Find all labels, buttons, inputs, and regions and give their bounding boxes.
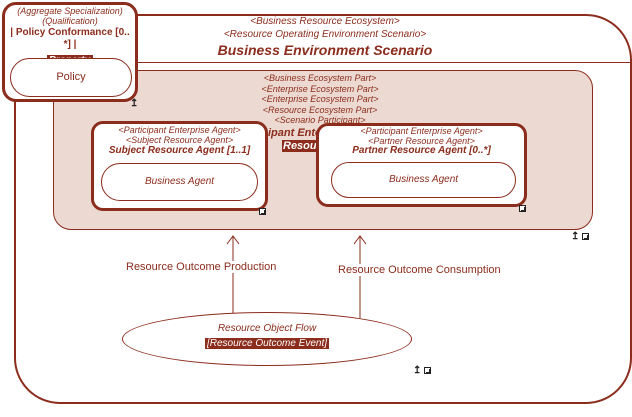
subject-agent-stereotype-1: <Participant Enterprise Agent> [118, 125, 241, 135]
part-stereotype-4: <Resource Ecosystem Part> [262, 104, 378, 115]
subject-agent-expand-icon[interactable] [259, 208, 266, 215]
scenario-stereotype-2: <Resource Operating Environment Scenario… [223, 29, 427, 40]
part-stereotype-5: <Scenario Participant> [274, 115, 366, 125]
scenario-expand-icon[interactable] [424, 367, 431, 374]
scenario-title: Business Environment Scenario [217, 42, 433, 58]
policy-stereotype-2: (Qualification) [42, 16, 98, 26]
object-flow-type-wrap: [Resource Outcome Event] [123, 338, 411, 349]
scenario-stereotype-1: <Business Resource Ecosystem> [250, 16, 400, 27]
scenario-up-arrow-icon[interactable]: ↥ [413, 365, 422, 376]
object-flow-title: Resource Object Flow [217, 323, 317, 334]
policy-conformance-property[interactable]: (Aggregate Specialization) (Qualificatio… [2, 2, 138, 102]
part-expand-icon[interactable] [582, 233, 589, 240]
object-flow-type: [Resource Outcome Event] [204, 338, 330, 349]
partner-resource-agent[interactable]: <Participant Enterprise Agent> <Partner … [316, 123, 527, 207]
subject-agent-stereotype-2: <Subject Resource Agent> [125, 135, 234, 145]
consumption-flow-label[interactable]: Resource Outcome Consumption [338, 264, 501, 276]
consumption-arrowhead [353, 235, 367, 245]
production-flow-label[interactable]: Resource Outcome Production [126, 261, 277, 273]
partner-agent-stereotype-2: <Partner Resource Agent> [368, 136, 475, 146]
partner-agent-title: Partner Resource Agent [0..*] [352, 145, 491, 156]
scenario-header-divider [16, 62, 632, 63]
part-up-arrow-icon[interactable]: ↥ [571, 231, 580, 242]
part-stereotypes: <Business Ecosystem Part> <Enterprise Ec… [220, 73, 420, 126]
part-stereotype-3: <Enterprise Ecosystem Part> [261, 94, 379, 104]
partner-business-agent[interactable]: Business Agent [331, 162, 516, 198]
policy-title-line1: | Policy Conformance [0.. [10, 27, 130, 38]
part-hidden-name: ipant Ente [268, 127, 322, 139]
policy-stereotype-1: (Aggregate Specialization) [17, 6, 123, 16]
policy-inner[interactable]: Policy [10, 58, 132, 97]
production-arrowhead [226, 235, 240, 245]
partner-agent-expand-icon[interactable] [519, 205, 526, 212]
partner-agent-stereotype-1: <Participant Enterprise Agent> [360, 126, 483, 136]
part-hidden-type: Resour [282, 140, 322, 152]
resource-object-flow[interactable]: Resource Object Flow [Resource Outcome E… [122, 312, 412, 366]
policy-up-arrow-icon[interactable]: ↥ [130, 98, 139, 109]
subject-resource-agent[interactable]: <Participant Enterprise Agent> <Subject … [91, 121, 268, 211]
subject-business-agent[interactable]: Business Agent [101, 163, 258, 201]
policy-title-line2: *] | [63, 39, 77, 50]
part-stereotype-1: <Business Ecosystem Part> [263, 73, 377, 83]
subject-agent-title: Subject Resource Agent [1..1] [108, 145, 251, 156]
part-stereotype-2: <Enterprise Ecosystem Part> [261, 83, 379, 94]
